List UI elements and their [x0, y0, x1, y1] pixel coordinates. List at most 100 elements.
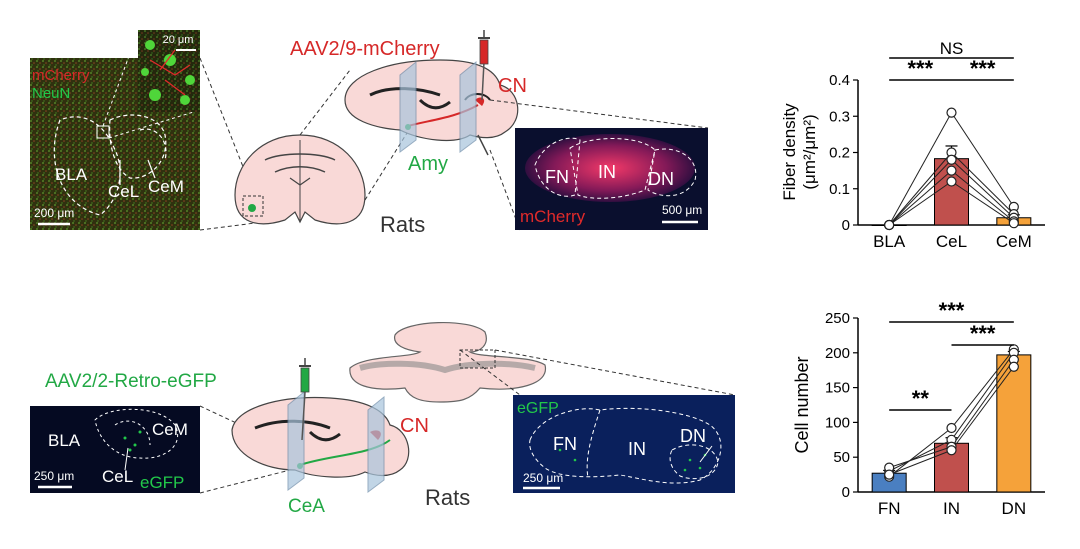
y-tick-label: 0: [842, 217, 850, 234]
top-cn-label: CN: [498, 75, 527, 97]
bottom-fn-label: FN: [553, 434, 577, 454]
data-point: [946, 422, 957, 434]
cem-region-label: CeM: [148, 177, 184, 196]
bar-dn: [996, 354, 1032, 493]
x-tick-label: IN: [943, 499, 960, 518]
paired-line: [951, 159, 1015, 219]
top-amy-label: Amy: [408, 153, 448, 175]
top-sagittal-brain: [344, 59, 519, 156]
y-axis-label-line1: Fiber density: [780, 103, 799, 201]
significance-label: ***: [907, 56, 933, 81]
bottom-virus-label: AAV2/2-Retro-eGFP: [45, 371, 217, 392]
bottom-dn-label: DN: [680, 426, 706, 446]
x-tick-label: DN: [1002, 499, 1027, 518]
paired-line: [888, 112, 952, 226]
y-axis-label: Cell number: [792, 356, 812, 453]
inset-scale-label: 20 μm: [163, 34, 194, 46]
paired-line: [951, 359, 1015, 448]
significance-label: ***: [970, 321, 996, 346]
slice-plane-cn-bottom: [367, 395, 385, 493]
bottom-cn-scale-label: 250 μm: [523, 471, 563, 485]
data-point: [884, 469, 895, 480]
bottom-cn-egfp-label: eGFP: [517, 400, 559, 417]
y-tick-label: 0.4: [829, 72, 850, 89]
slice-plane-cn: [459, 60, 477, 153]
paired-line: [951, 181, 1015, 224]
top-cn-mcherry-label: mCherry: [520, 207, 586, 226]
y-tick-label: 250: [825, 310, 850, 327]
top-virus-label: AAV2/9-mCherry: [290, 38, 440, 60]
data-point: [1008, 218, 1019, 229]
significance-label: **: [912, 386, 930, 411]
scale-bar-label: 200 μm: [34, 206, 74, 220]
data-point: [946, 165, 957, 176]
top-dn-label: DN: [648, 169, 674, 189]
x-tick-label: FN: [878, 499, 901, 518]
bottom-cn-image: eGFP FN IN DN 250 μm: [513, 395, 735, 493]
significance-label: NS: [940, 39, 964, 58]
bottom-cn-label: CN: [400, 415, 429, 437]
paired-line: [951, 112, 1015, 208]
bottom-cea-label: CeA: [288, 496, 325, 517]
paired-line: [888, 181, 952, 226]
paired-line: [951, 152, 1015, 215]
coronal-cerebellum: [349, 321, 546, 403]
bottom-amy-scale-label: 250 μm: [34, 469, 74, 483]
paired-line: [888, 427, 952, 478]
data-point: [1008, 361, 1019, 372]
paired-line: [951, 170, 1015, 222]
paired-line: [889, 446, 952, 469]
y-tick-label: 50: [833, 449, 850, 466]
paired-line: [888, 170, 952, 226]
bottom-cem-label: CeM: [152, 420, 188, 439]
x-tick-label: BLA: [873, 232, 906, 251]
paired-line: [888, 159, 952, 226]
cel-region-label: CeL: [108, 182, 139, 201]
y-tick-label: 0.3: [829, 108, 850, 125]
top-in-label: IN: [598, 162, 616, 182]
data-point: [884, 219, 895, 231]
bla-region-label: BLA: [55, 165, 88, 184]
slice-plane-cea: [287, 390, 305, 491]
paired-line: [888, 449, 952, 476]
y-tick-label: 0: [842, 484, 850, 501]
y-tick-label: 0.2: [829, 145, 850, 162]
top-rats-label: Rats: [380, 212, 425, 237]
bottom-rats-label: Rats: [425, 485, 470, 510]
paired-line: [951, 349, 1015, 429]
y-axis-label-line2: (μm²/μm²): [800, 114, 819, 189]
paired-line: [888, 439, 952, 472]
y-tick-label: 150: [825, 380, 850, 397]
bottom-bla-label: BLA: [48, 431, 81, 450]
x-tick-label: CeL: [936, 232, 967, 251]
bottom-egfp-label: eGFP: [140, 473, 184, 492]
y-tick-label: 200: [825, 345, 850, 362]
bottom-cel-label: CeL: [102, 467, 133, 486]
bottom-in-label: IN: [628, 439, 646, 459]
bottom-syringe-icon: [299, 358, 311, 441]
neun-label: NeuN: [32, 85, 70, 102]
significance-label: ***: [970, 56, 996, 81]
data-point: [946, 154, 957, 165]
top-fn-label: FN: [545, 167, 569, 187]
paired-line: [951, 352, 1015, 441]
y-tick-label: 0.1: [829, 181, 850, 198]
top-inset-panel: 20 μm: [138, 30, 200, 112]
top-cn-scale-label: 500 μm: [662, 203, 702, 217]
data-point: [946, 107, 957, 118]
data-point: [946, 445, 957, 456]
slice-plane-amy: [399, 60, 417, 153]
significance-label: ***: [939, 298, 965, 323]
syringe-icon: [478, 30, 490, 101]
coronal-brain-section: [234, 134, 366, 225]
paired-line: [888, 152, 952, 226]
y-tick-label: 100: [825, 414, 850, 431]
paired-line: [951, 366, 1015, 451]
x-tick-label: CeM: [996, 232, 1032, 251]
mcherry-label: mCherry: [32, 67, 90, 84]
bottom-amy-image: BLA CeM CeL eGFP 250 μm: [30, 406, 200, 493]
top-cn-image: FN IN DN mCherry 500 μm: [515, 128, 708, 230]
